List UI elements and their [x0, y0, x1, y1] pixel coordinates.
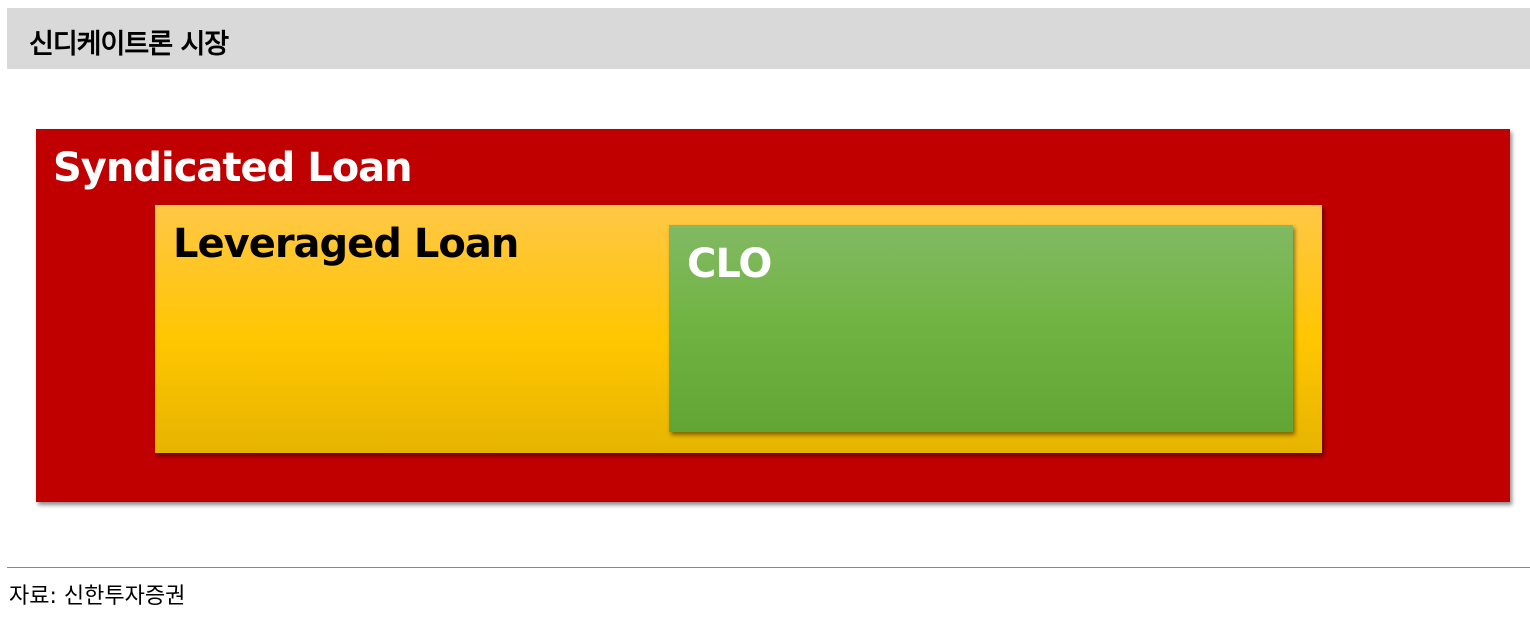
clo-box: CLO — [669, 225, 1293, 432]
header-bar: 신디케이트론 시장 — [7, 8, 1530, 69]
clo-label: CLO — [687, 241, 772, 287]
divider — [7, 567, 1530, 568]
leveraged-loan-label: Leveraged Loan — [173, 221, 519, 267]
syndicated-loan-label: Syndicated Loan — [53, 145, 413, 191]
page-title: 신디케이트론 시장 — [29, 29, 229, 60]
source-note: 자료: 신한투자증권 — [9, 584, 186, 609]
